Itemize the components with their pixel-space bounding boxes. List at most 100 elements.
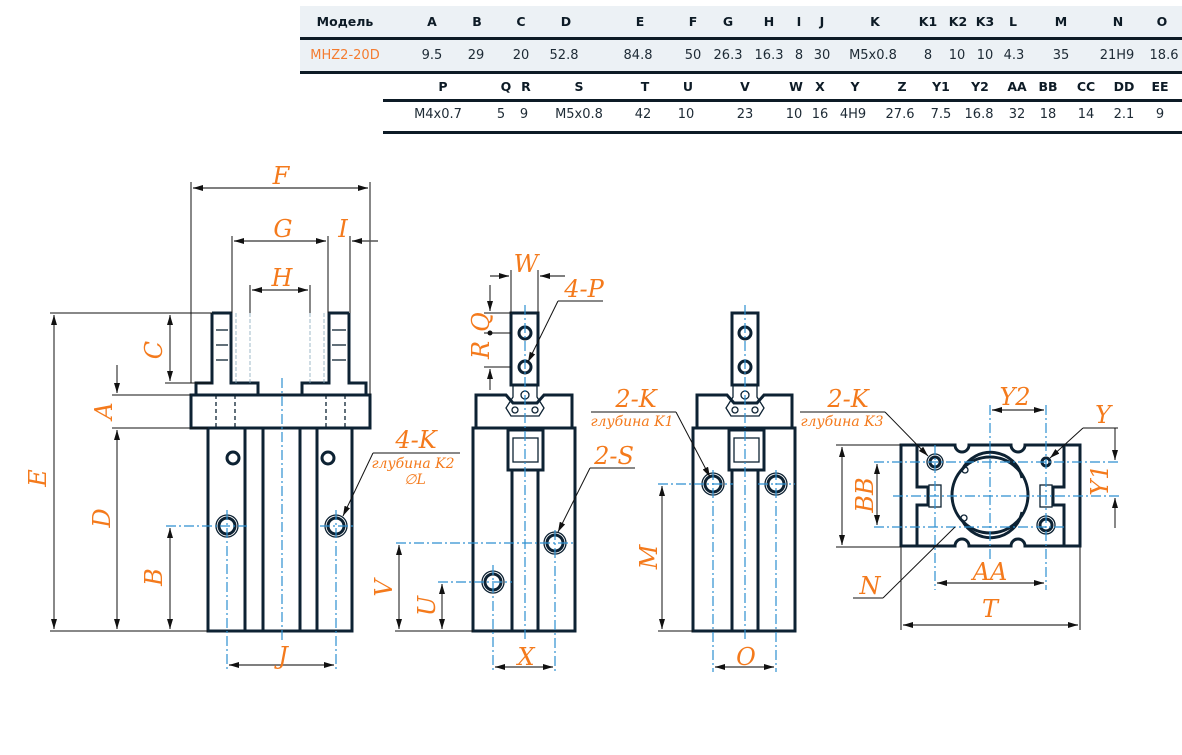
table-header-cell: DD xyxy=(1113,79,1135,94)
callout-4-P: 4-P xyxy=(563,275,604,303)
table-cell: 18.6 xyxy=(1149,48,1179,63)
dim-label-U: U xyxy=(413,595,441,616)
table-cell: M4x0.7 xyxy=(414,107,462,122)
dim-label-BB: BB xyxy=(851,477,879,513)
callout-depth-K3: глубина K3 xyxy=(800,414,883,430)
table-cell: 9 xyxy=(519,107,529,122)
dim-label-X: X xyxy=(515,643,535,671)
table-cell: 30 xyxy=(813,48,831,63)
side-view: W Q R 4-P 2-S V U X xyxy=(370,250,635,672)
table-cell: 2.1 xyxy=(1113,107,1135,122)
table-header-cell: B xyxy=(472,14,482,29)
table-cell: M5x0.8 xyxy=(849,48,897,63)
table-header-cell: Модель xyxy=(316,14,374,29)
table-header-cell: R xyxy=(521,79,531,94)
table-cell: 50 xyxy=(684,48,702,63)
dim-label-F: F xyxy=(272,162,291,190)
table-header-cell: S xyxy=(574,79,584,94)
dim-label-W: W xyxy=(514,250,541,278)
table-header-cell: H xyxy=(763,14,775,29)
table-header-cell: EE xyxy=(1151,79,1169,94)
dim-label-C: C xyxy=(140,341,168,359)
table-header-cell: L xyxy=(1009,14,1017,29)
callout-2-K-rear: 2-K xyxy=(614,385,658,413)
table-header-cell: I xyxy=(796,14,802,29)
table-header-cell: C xyxy=(516,14,526,29)
table-header-cell: CC xyxy=(1076,79,1096,94)
table-header-cell: P xyxy=(438,79,448,94)
dim-label-G: G xyxy=(273,215,292,243)
dim-label-E: E xyxy=(24,469,52,488)
table-cell: 4.3 xyxy=(1003,48,1025,63)
callout-2-K-bottom: 2-K xyxy=(826,385,870,413)
dim-label-V: V xyxy=(370,577,398,597)
table-cell: MHZ2-20D xyxy=(310,48,380,63)
table-header-cell: Z xyxy=(897,79,907,94)
table-header-cell: A xyxy=(427,14,437,29)
dim-label-O: O xyxy=(736,643,756,671)
table-divider xyxy=(383,131,1182,134)
dim-label-A: A xyxy=(90,402,118,421)
table-header-cell: K xyxy=(870,14,880,29)
callout-2-S: 2-S xyxy=(593,442,634,470)
table-cell: 14 xyxy=(1077,107,1095,122)
table-cell: 5 xyxy=(496,107,506,122)
table-header-cell: X xyxy=(815,79,825,94)
table-header-cell: N xyxy=(1112,14,1124,29)
table-cell: 8 xyxy=(794,48,804,63)
table-header-cell: AA xyxy=(1007,79,1027,94)
table-cell: 10 xyxy=(948,48,966,63)
table-cell: 16 xyxy=(811,107,829,122)
table-header-cell: D xyxy=(560,14,572,29)
callout-diameter-L: ∅L xyxy=(404,472,426,488)
table-cell: 7.5 xyxy=(930,107,952,122)
table-header-cell: V xyxy=(740,79,750,94)
table-cell: 42 xyxy=(634,107,652,122)
table-cell: 9.5 xyxy=(421,48,443,63)
table-cell: 35 xyxy=(1052,48,1070,63)
table-cell: 9 xyxy=(1155,107,1165,122)
table-header-cell: W xyxy=(789,79,803,94)
table-cell: 21H9 xyxy=(1099,48,1135,63)
dim-label-J: J xyxy=(273,642,289,670)
table-cell: 23 xyxy=(736,107,754,122)
dim-label-Y1: Y1 xyxy=(1086,464,1114,495)
table-header-cell: Y2 xyxy=(971,79,989,94)
rear-view: 2-K глубина K1 M O xyxy=(590,305,797,672)
table-cell: 10 xyxy=(785,107,803,122)
callout-depth-K1: глубина K1 xyxy=(590,414,673,430)
table-header-cell: F xyxy=(688,14,698,29)
dim-label-Q: Q xyxy=(467,312,495,332)
dim-label-H: H xyxy=(271,264,294,292)
table-header-cell: J xyxy=(819,14,825,29)
table-divider xyxy=(383,99,1182,102)
table-header-cell: U xyxy=(682,79,694,94)
table-header-cell: K1 xyxy=(918,14,938,29)
table-cell: 32 xyxy=(1008,107,1026,122)
callout-Y: Y xyxy=(1095,401,1113,429)
table-cell: 84.8 xyxy=(623,48,653,63)
table-cell: 52.8 xyxy=(549,48,579,63)
bottom-view: Y2 Y Y1 2-K глубина K3 BB AA T N xyxy=(800,383,1120,630)
callout-4-K: 4-K xyxy=(394,426,438,454)
table-header-cell: T xyxy=(640,79,650,94)
dim-label-R: R xyxy=(467,341,495,360)
dim-label-D: D xyxy=(88,508,116,528)
dim-label-AA: AA xyxy=(971,558,1008,586)
dim-label-T: T xyxy=(982,595,1000,623)
table-cell: 4H9 xyxy=(839,107,867,122)
table-cell: 27.6 xyxy=(885,107,915,122)
table-cell: 26.3 xyxy=(713,48,743,63)
table-cell: 16.8 xyxy=(964,107,994,122)
callout-N: N xyxy=(859,572,882,600)
table-cell: 8 xyxy=(923,48,933,63)
front-view: F G I H C A E D B J 4-K глубина K2 ∅L xyxy=(24,162,460,672)
dim-label-Y2: Y2 xyxy=(999,383,1030,411)
table-header-cell: O xyxy=(1156,14,1168,29)
table-header-cell: Q xyxy=(500,79,512,94)
dim-label-M: M xyxy=(635,543,663,570)
table-header-cell: K3 xyxy=(975,14,995,29)
